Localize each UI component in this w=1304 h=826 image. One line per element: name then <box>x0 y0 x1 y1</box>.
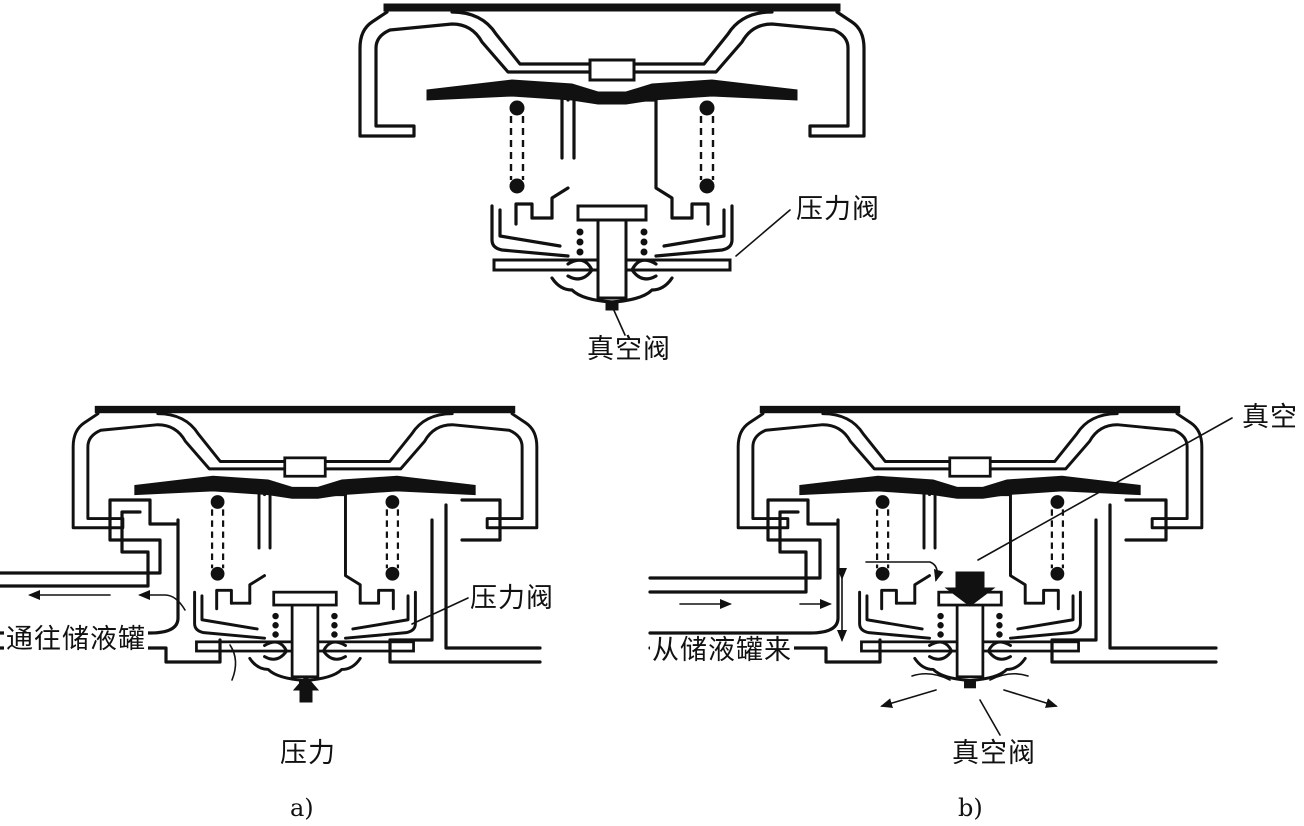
overflow-pipe-b <box>648 498 1218 708</box>
cap-vacuum-open <box>736 404 1204 690</box>
label-from-reservoir: 从储液罐来 <box>650 635 794 666</box>
label-vacuum-valve-b: 真空阀 <box>952 738 1036 769</box>
leader-vacuum-b <box>977 417 1233 561</box>
cap-closed <box>358 2 866 312</box>
label-vacuum-valve-top: 真空阀 <box>587 334 671 365</box>
label-pressure-valve-top: 压力阀 <box>796 194 880 225</box>
leader-pressure-valve-a <box>411 597 469 625</box>
leader-vacuum-valve-b <box>979 699 1001 736</box>
label-pressure: 压力 <box>280 738 336 769</box>
caption-a: a) <box>290 794 314 822</box>
leader-vacuum-valve-top <box>611 305 626 336</box>
label-pressure-valve-a: 压力阀 <box>470 583 554 614</box>
label-to-reservoir: 通往储液罐 <box>4 624 148 655</box>
label-vacuum-b: 真空 <box>1242 402 1298 433</box>
overflow-pipe-a <box>0 498 542 703</box>
leader-pressure-valve-top <box>735 209 791 257</box>
caption-b: b) <box>958 794 983 822</box>
